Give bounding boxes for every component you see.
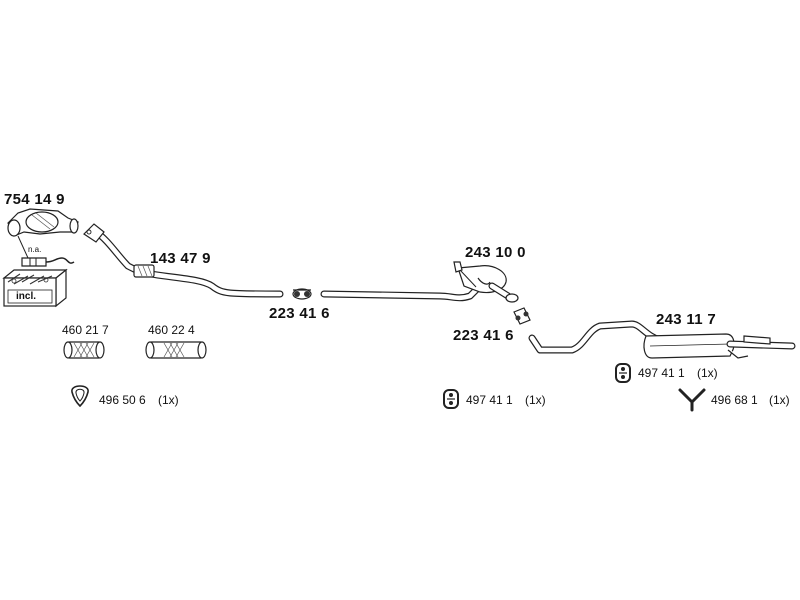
label-not-available: n.a.	[28, 245, 42, 254]
mounting-number-1: 496 50 6	[99, 393, 146, 407]
flex-pipe-2[interactable]	[145, 341, 207, 359]
rubber-hanger-icon	[615, 363, 631, 383]
label-front-silencer: 243 10 0	[465, 244, 526, 261]
label-rear-silencer: 243 11 7	[656, 311, 716, 328]
label-flex-pipe-1: 460 21 7	[62, 323, 109, 337]
mounting-number-2: 497 41 1	[466, 393, 513, 407]
rear-silencer[interactable]	[528, 320, 796, 359]
label-front-pipe: 143 47 9	[150, 250, 211, 267]
front-pipe[interactable]	[83, 223, 284, 298]
label-included: incl.	[16, 291, 37, 302]
intermediate-pipe[interactable]	[320, 282, 484, 302]
front-silencer[interactable]	[453, 261, 519, 303]
included-kit-box	[2, 268, 68, 308]
mounting-number-3: 497 41 1	[638, 366, 685, 380]
y-bracket-icon	[678, 388, 706, 412]
mounting-qty-4: (1x)	[769, 393, 790, 407]
rubber-hanger-icon	[443, 389, 459, 409]
flex-pipe-1[interactable]	[63, 341, 105, 359]
label-clamp-rear: 223 41 6	[453, 327, 514, 344]
mounting-qty-3: (1x)	[697, 366, 718, 380]
catalytic-converter[interactable]	[7, 208, 79, 237]
pipe-clamp-front[interactable]	[292, 288, 312, 300]
label-clamp-front: 223 41 6	[269, 305, 330, 322]
label-catalytic-converter: 754 14 9	[4, 191, 65, 208]
mounting-number-4: 496 68 1	[711, 393, 758, 407]
pipe-clamp-rear[interactable]	[513, 307, 531, 325]
gasket-ring-icon	[71, 385, 89, 408]
label-flex-pipe-2: 460 22 4	[148, 323, 195, 337]
mounting-qty-1: (1x)	[158, 393, 179, 407]
mounting-qty-2: (1x)	[525, 393, 546, 407]
oxygen-sensor	[17, 235, 75, 267]
